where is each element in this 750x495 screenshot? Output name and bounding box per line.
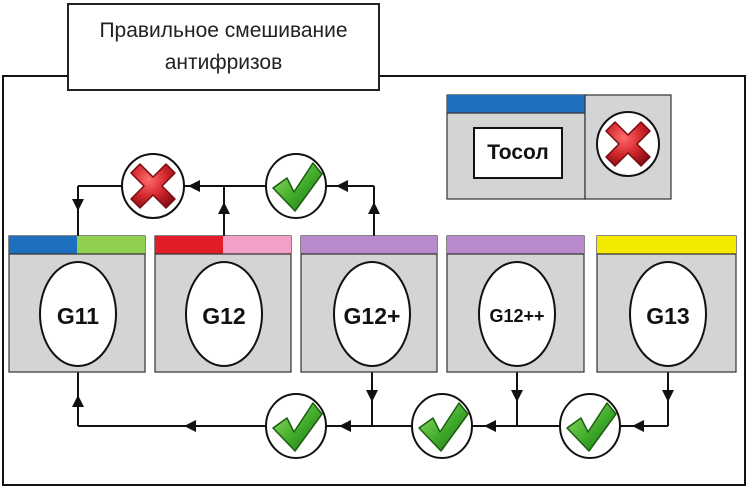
- antifreeze-circle: [478, 261, 556, 367]
- checkmark-icon: [272, 402, 323, 452]
- checkmark-icon: [418, 402, 469, 452]
- antifreeze-box-g12p: [300, 235, 438, 373]
- title-line-1: Правильное смешивание: [99, 19, 348, 42]
- arrow-into-g11-bottom: [72, 395, 84, 407]
- cross-icon: [130, 163, 176, 209]
- antifreeze-label-g12p: G12+: [343, 302, 401, 329]
- antifreeze-box-g13: [596, 235, 737, 373]
- legend-color-stripe: [447, 95, 585, 113]
- color-stripe: [77, 236, 145, 254]
- bottom-link-compatible-mark: [411, 393, 473, 459]
- antifreeze-label-g12pp: G12++: [489, 305, 545, 326]
- antifreeze-box-g11: [8, 235, 146, 373]
- top-link-incompatible-mark: [121, 153, 185, 219]
- arrow-into-g11: [72, 199, 84, 211]
- color-stripe: [223, 236, 291, 254]
- tosol-label: Тосол: [473, 127, 563, 179]
- arrow-left-bottom-3: [484, 420, 496, 432]
- color-stripe: [301, 236, 437, 254]
- color-stripe: [9, 236, 77, 254]
- arrow-from-g12pp-bottom: [511, 390, 523, 402]
- antifreeze-label-g13: G13: [646, 302, 690, 329]
- antifreeze-box-g12: [154, 235, 292, 373]
- title-line-2: антифризов: [164, 51, 283, 74]
- checkmark-icon: [566, 402, 617, 452]
- arrow-from-g12p-bottom: [366, 390, 378, 402]
- antifreeze-circle: [185, 261, 263, 367]
- antifreeze-label-g11: G11: [56, 302, 100, 329]
- arrow-left-bottom-1: [184, 420, 196, 432]
- color-stripe: [447, 236, 584, 254]
- color-stripe: [597, 236, 736, 254]
- diagram-title: Правильное смешивание антифризов: [67, 3, 380, 91]
- arrow-from-g13-bottom: [662, 390, 674, 402]
- bottom-link-compatible-mark: [265, 393, 327, 459]
- cross-icon: [605, 121, 651, 167]
- arrow-left-top-1: [188, 180, 200, 192]
- arrow-left-bottom-2: [339, 420, 351, 432]
- arrow-left-top-2: [336, 180, 348, 192]
- color-stripe: [155, 236, 223, 254]
- legend-incompatible-mark: [596, 111, 660, 177]
- antifreeze-box-g12pp: [446, 235, 585, 373]
- antifreeze-circle: [39, 261, 117, 367]
- arrow-from-g12p: [368, 202, 380, 214]
- bottom-link-compatible-mark: [559, 393, 621, 459]
- arrow-left-bottom-4: [632, 420, 644, 432]
- antifreeze-label-g12: G12: [202, 302, 246, 329]
- top-link-compatible-mark: [265, 153, 327, 219]
- antifreeze-circle: [333, 261, 411, 367]
- checkmark-icon: [272, 162, 323, 212]
- antifreeze-circle: [629, 261, 707, 367]
- arrow-from-g12: [218, 202, 230, 214]
